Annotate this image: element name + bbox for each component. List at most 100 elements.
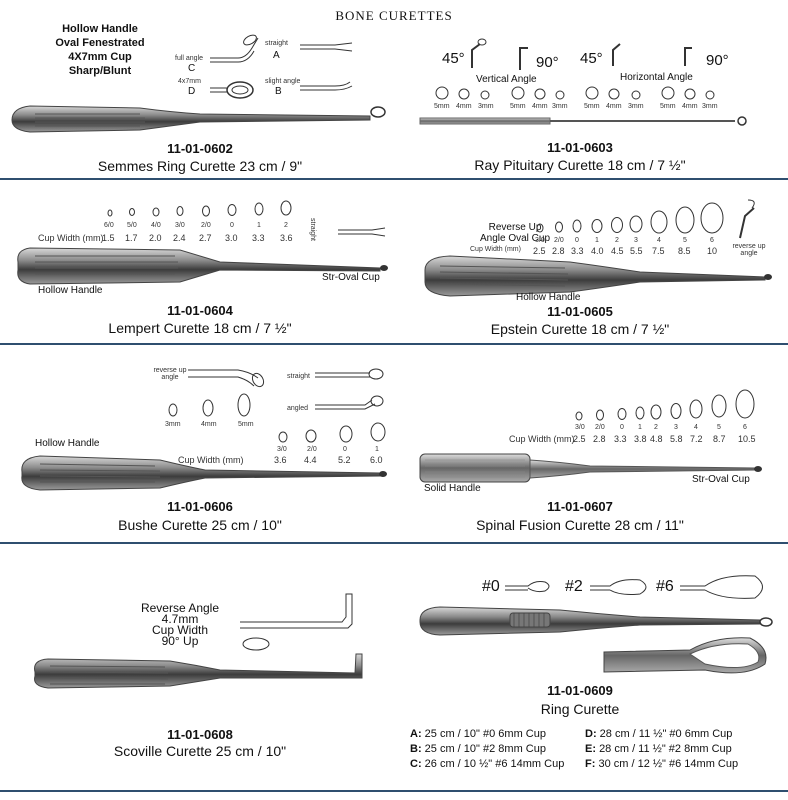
tip-label: straight — [265, 40, 288, 47]
vertical-angle-label: Vertical Angle — [476, 74, 537, 85]
width-value: 2.5 — [573, 434, 586, 444]
cup-width-label: Cup Width (mm) — [470, 246, 521, 253]
size-label: 4mm — [456, 103, 472, 110]
width-value: 2.0 — [149, 233, 162, 243]
product-name: Epstein Curette 18 cm / 7 ½" — [490, 321, 670, 337]
width-value: 1.7 — [125, 233, 138, 243]
width-value: 3.0 — [225, 233, 238, 243]
width-value: 2.7 — [199, 233, 212, 243]
size-label: 1 — [638, 424, 642, 431]
product-code: 11-01-0603 — [547, 140, 613, 155]
scoville-features: Reverse Angle 4.7mm Cup Width 90° Up — [130, 601, 230, 647]
product-code: 11-01-0607 — [547, 499, 613, 514]
product-name: Ring Curette — [540, 701, 620, 717]
product-code: 11-01-0605 — [547, 304, 613, 319]
size-label: 2/0 — [201, 222, 211, 229]
handle-label: Solid Handle — [424, 483, 481, 494]
size-label: 3/0 — [175, 222, 185, 229]
size-label: 6 — [710, 237, 714, 244]
width-value: 5.8 — [670, 434, 683, 444]
size-label: 0 — [230, 222, 234, 229]
product-name: Lempert Curette 18 cm / 7 ½" — [108, 320, 292, 336]
product-code: 11-01-0609 — [547, 683, 613, 698]
width-value: 8.5 — [678, 246, 691, 256]
title-line: Angle Oval Cup — [479, 233, 551, 244]
size-label: 0 — [575, 237, 579, 244]
width-value: 2.5 — [533, 246, 546, 256]
ring-label: #0 — [482, 578, 500, 595]
size-label: 2/0 — [595, 424, 605, 431]
width-value: 6.0 — [370, 455, 383, 465]
spec-text: 26 cm / 10 ½" #6 14mm Cup — [424, 758, 565, 770]
spec-text: 25 cm / 10" #2 8mm Cup — [424, 743, 546, 755]
size-label: 3mm — [165, 421, 181, 428]
spec-text: 28 cm / 11 ½" #2 8mm Cup — [599, 743, 732, 755]
reverse-label: reverse up angle — [732, 243, 766, 257]
size-label: 1 — [595, 237, 599, 244]
product-code: 11-01-0606 — [167, 499, 233, 514]
spec-item: B: 25 cm / 10" #2 8mm Cup — [410, 742, 585, 757]
cup-width-label: Cup Width (mm) — [509, 434, 575, 444]
tip-label: 4x7mm — [178, 78, 201, 85]
width-value: 10.5 — [738, 434, 756, 444]
ring-label: #2 — [565, 578, 583, 595]
width-value: 7.2 — [690, 434, 703, 444]
spec-list-right: D: 28 cm / 11 ½" #0 6mm Cup E: 28 cm / 1… — [585, 727, 785, 772]
width-value: 8.7 — [713, 434, 726, 444]
spec-text: 25 cm / 10" #0 6mm Cup — [424, 728, 546, 740]
horizontal-angle-label: Horizontal Angle — [620, 72, 693, 83]
width-value: 5.5 — [630, 246, 643, 256]
size-label: 0 — [343, 446, 347, 453]
size-label: 1 — [375, 446, 379, 453]
spec-item: A: 25 cm / 10" #0 6mm Cup — [410, 727, 585, 742]
angle-label: 45° — [580, 50, 603, 67]
size-label: 2/0 — [554, 237, 564, 244]
section-divider — [0, 178, 788, 180]
semmes-features: Hollow Handle Oval Fenestrated 4X7mm Cup… — [40, 22, 160, 78]
product-name: Semmes Ring Curette 23 cm / 9" — [97, 158, 303, 174]
tip-label: slight angle — [265, 78, 301, 85]
product-name: Spinal Fusion Curette 28 cm / 11" — [476, 517, 684, 533]
feature-line: Reverse Angle — [140, 601, 220, 615]
width-value: 3.8 — [634, 434, 647, 444]
size-label: 3/0 — [277, 446, 287, 453]
tip-letter: C — [188, 63, 196, 74]
straight-label: straight — [309, 218, 316, 241]
size-label: 2/0 — [307, 446, 317, 453]
spec-item: D: 28 cm / 11 ½" #0 6mm Cup — [585, 727, 785, 742]
reverse-label: reverse up angle — [153, 367, 187, 381]
width-value: 1.5 — [102, 233, 115, 243]
width-value: 4.0 — [591, 246, 604, 256]
width-value: 3.3 — [571, 246, 584, 256]
tip-letter: A — [273, 50, 280, 61]
spec-item: F: 30 cm / 12 ½" #6 14mm Cup — [585, 757, 785, 772]
size-label: 4mm — [201, 421, 217, 428]
size-label: 3/0 — [535, 237, 545, 244]
page-title: BONE CURETTES — [335, 8, 453, 23]
angle-label: 90° — [536, 54, 559, 71]
product-name: Scoville Curette 25 cm / 10" — [113, 743, 287, 759]
tip-letter: B — [275, 86, 282, 97]
straight-label: straight — [287, 373, 310, 380]
size-label: 5 — [717, 424, 721, 431]
tip-label: Str-Oval Cup — [322, 272, 380, 283]
width-value: 2.8 — [593, 434, 606, 444]
size-label: 4mm — [682, 103, 698, 110]
width-value: 3.6 — [274, 455, 287, 465]
handle-label: Hollow Handle — [516, 292, 581, 303]
product-code: 11-01-0608 — [167, 727, 233, 742]
handle-label: Hollow Handle — [38, 285, 103, 296]
width-value: 4.8 — [650, 434, 663, 444]
handle-label: Hollow Handle — [35, 438, 100, 449]
size-label: 1 — [257, 222, 261, 229]
spec-item: C: 26 cm / 10 ½" #6 14mm Cup — [410, 757, 585, 772]
size-label: 2 — [654, 424, 658, 431]
product-code: 11-01-0602 — [167, 141, 233, 156]
size-label: 3 — [674, 424, 678, 431]
size-label: 3/0 — [575, 424, 585, 431]
epstein-title: Reverse Up Angle Oval Cup — [470, 222, 560, 244]
width-value: 4.5 — [611, 246, 624, 256]
size-label: 3 — [634, 237, 638, 244]
